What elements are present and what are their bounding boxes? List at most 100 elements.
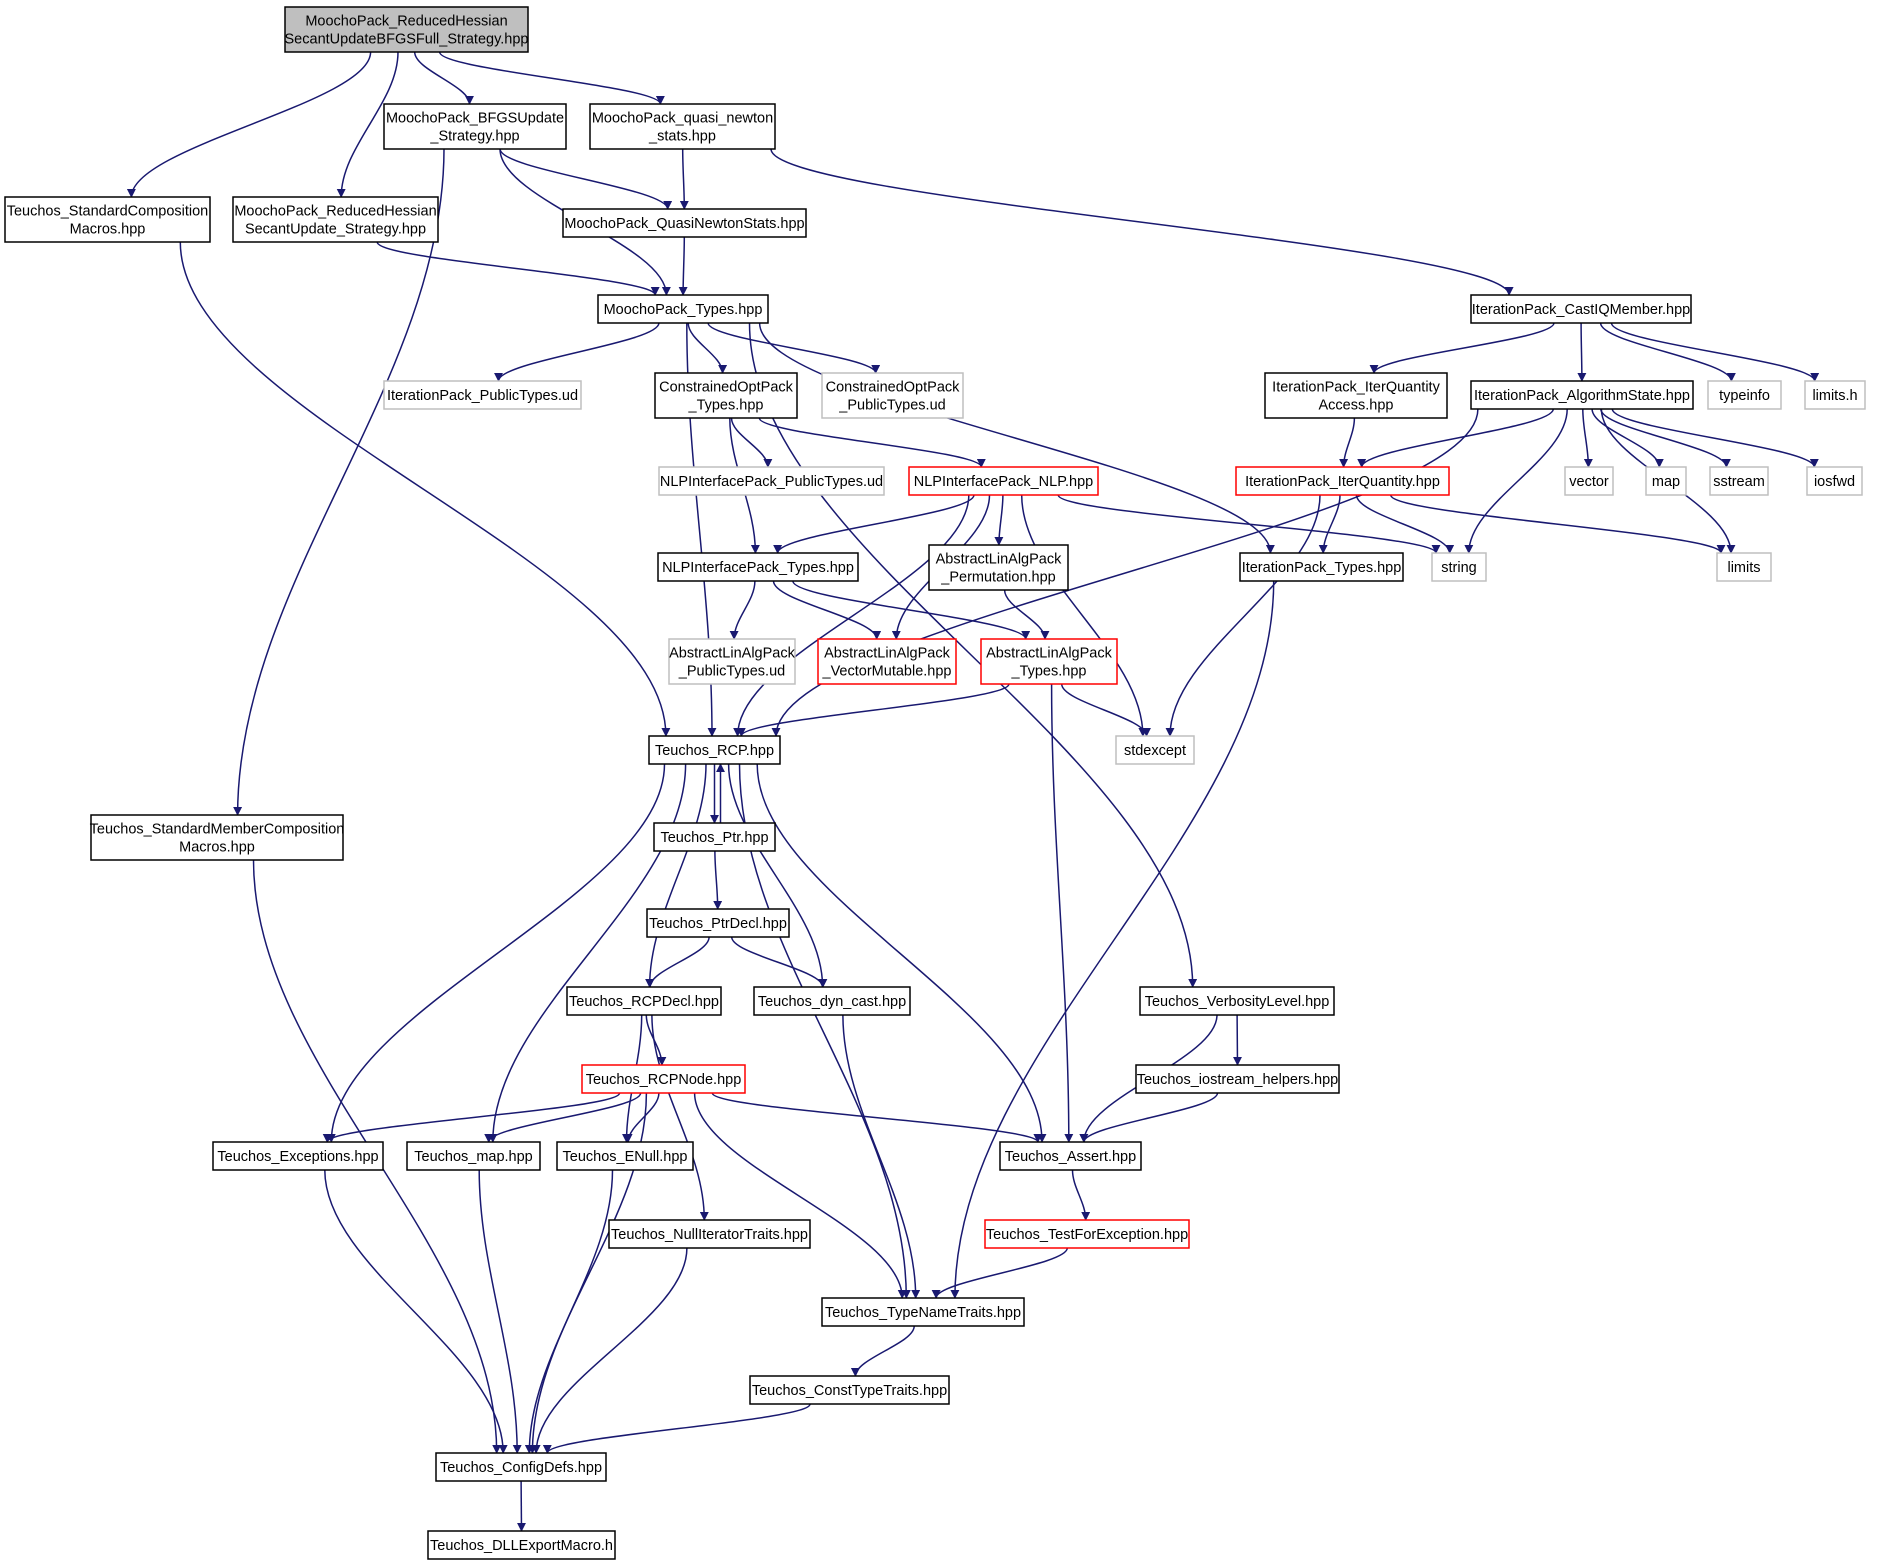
node-box: [406, 1141, 541, 1171]
node-ala-types[interactable]: AbstractLinAlgPack _Types.hpp: [980, 638, 1118, 685]
node-qn-stats[interactable]: MoochoPack_QuasiNewtonStats.hpp: [562, 208, 807, 238]
node-nulliter[interactable]: Teuchos_NullIteratorTraits.hpp: [608, 1219, 811, 1249]
node-box: [1139, 986, 1335, 1016]
node-box: [1564, 466, 1614, 496]
node-box: [597, 294, 769, 324]
node-label-line: IterationPack_Types.hpp: [1242, 560, 1402, 576]
node-box: [608, 1219, 811, 1249]
node-quasi-newton[interactable]: MoochoPack_quasi_newton_stats.hpp: [589, 103, 776, 150]
node-root[interactable]: MoochoPack_ReducedHessianSecantUpdateBFG…: [284, 6, 529, 53]
node-box: [1264, 372, 1448, 419]
node-label-line: Teuchos_map.hpp: [414, 1149, 533, 1165]
edge-bfgs_update-to-std_member: [233, 148, 445, 816]
edge-nulliter-to-configdefs: [531, 1247, 688, 1454]
node-label-line: NLPInterfacePack_Types.hpp: [662, 560, 854, 576]
edge-algstate-to-string: [1464, 408, 1568, 554]
edge-ptrdecl-to-dyncast: [730, 936, 828, 988]
node-testforexc[interactable]: Teuchos_TestForException.hpp: [984, 1219, 1190, 1249]
node-label-line: Teuchos_iostream_helpers.hpp: [1137, 1072, 1339, 1088]
edge-quasi_newton-to-castiq: [770, 148, 1514, 296]
edge-mp_types-to-co_types: [687, 322, 728, 374]
node-configdefs[interactable]: Teuchos_ConfigDefs.hpp: [435, 1452, 607, 1482]
node-label-line: _stats.hpp: [648, 129, 716, 145]
node-box: [589, 103, 776, 150]
node-dllexport[interactable]: Teuchos_DLLExportMacro.h: [427, 1530, 616, 1560]
node-rh-secant[interactable]: MoochoPack_ReducedHessianSecantUpdate_St…: [232, 196, 439, 243]
node-label-line: IterationPack_IterQuantity.hpp: [1245, 474, 1440, 490]
node-nlp-types[interactable]: NLPInterfacePack_Types.hpp: [657, 552, 859, 582]
node-rcpdecl[interactable]: Teuchos_RCPDecl.hpp: [566, 986, 722, 1016]
edge-typename-to-consttype: [850, 1325, 915, 1377]
edge-castiq-to-limits_h: [1610, 322, 1820, 382]
node-mp-types[interactable]: MoochoPack_Types.hpp: [597, 294, 769, 324]
node-box: [90, 814, 344, 861]
edge-bfgs_update-to-qn_stats: [499, 148, 673, 210]
node-ptr[interactable]: Teuchos_Ptr.hpp: [653, 822, 776, 852]
node-label-line: Teuchos_ENull.hpp: [563, 1149, 688, 1165]
node-assert[interactable]: Teuchos_Assert.hpp: [999, 1141, 1142, 1171]
node-label-line: SecantUpdate_Strategy.hpp: [245, 222, 426, 238]
node-box: [753, 986, 911, 1016]
node-iterquantity[interactable]: IterationPack_IterQuantity.hpp: [1235, 466, 1450, 496]
node-nlp[interactable]: NLPInterfacePack_NLP.hpp: [908, 466, 1099, 496]
edge-castiq-to-algstate: [1577, 322, 1587, 382]
node-exceptions[interactable]: Teuchos_Exceptions.hpp: [212, 1141, 384, 1171]
node-box: [821, 1297, 1025, 1327]
node-box: [984, 1219, 1190, 1249]
node-label-line: _VectorMutable.hpp: [822, 664, 952, 680]
node-co-types[interactable]: ConstrainedOptPack_Types.hpp: [654, 372, 798, 419]
node-algstate[interactable]: IterationPack_AlgorithmState.hpp: [1470, 380, 1694, 410]
edge-quasi_newton-to-qn_stats: [679, 148, 689, 210]
node-box: [556, 1141, 694, 1171]
node-tmap[interactable]: Teuchos_map.hpp: [406, 1141, 541, 1171]
edge-nlp_types-to-ala_vecmut: [772, 580, 882, 640]
node-verbosity[interactable]: Teuchos_VerbosityLevel.hpp: [1139, 986, 1335, 1016]
node-dyncast[interactable]: Teuchos_dyn_cast.hpp: [753, 986, 911, 1016]
node-consttype[interactable]: Teuchos_ConstTypeTraits.hpp: [749, 1375, 950, 1405]
node-label-line: IterationPack_IterQuantity: [1272, 380, 1440, 396]
edge-testforexc-to-typename: [931, 1247, 1069, 1299]
node-iostream-helpers[interactable]: Teuchos_iostream_helpers.hpp: [1135, 1064, 1340, 1094]
edge-iostream_helpers-to-assert: [1079, 1092, 1219, 1143]
node-ala-vecmut[interactable]: AbstractLinAlgPack_VectorMutable.hpp: [817, 638, 957, 685]
node-enull[interactable]: Teuchos_ENull.hpp: [556, 1141, 694, 1171]
node-rcpnode[interactable]: Teuchos_RCPNode.hpp: [581, 1064, 746, 1094]
node-label-line: AbstractLinAlgPack: [986, 646, 1112, 662]
node-box: [821, 372, 964, 419]
edge-algstate-to-rcp: [771, 408, 1479, 737]
node-label-line: Teuchos_dyn_cast.hpp: [758, 994, 906, 1010]
node-ptrdecl[interactable]: Teuchos_PtrDecl.hpp: [646, 908, 790, 938]
edge-algstate-to-iosfwd: [1611, 408, 1819, 468]
node-label-line: MoochoPack_ReducedHessian: [234, 204, 436, 220]
node-iosfwd: iosfwd: [1806, 466, 1863, 496]
node-label-line: _Types.hpp: [1011, 664, 1087, 680]
node-castiq[interactable]: IterationPack_CastIQMember.hpp: [1470, 294, 1692, 324]
node-label-line: Access.hpp: [1319, 398, 1394, 414]
node-rcp[interactable]: Teuchos_RCP.hpp: [648, 735, 781, 765]
node-label-line: Teuchos_DLLExportMacro.h: [430, 1538, 613, 1554]
edge-rh_secant-to-mp_types: [376, 241, 660, 296]
node-label-line: Teuchos_VerbosityLevel.hpp: [1145, 994, 1330, 1010]
edge-rcpnode-to-exceptions: [322, 1092, 621, 1143]
node-limits-h: limits.h: [1804, 380, 1866, 410]
edge-mp_types-to-verbosity: [748, 322, 1198, 988]
edge-nlp-to-nlp_types: [773, 494, 975, 554]
edge-std_comp-to-rcp: [179, 241, 671, 737]
node-ala-perm[interactable]: AbstractLinAlgPack_Permutation.hpp: [928, 544, 1069, 591]
edge-rcp-to-rcpdecl: [645, 763, 707, 988]
node-typename[interactable]: Teuchos_TypeNameTraits.hpp: [821, 1297, 1025, 1327]
edge-ptr-to-ptrdecl: [713, 850, 723, 910]
edges-layer: [126, 51, 1820, 1532]
node-box: [648, 735, 781, 765]
node-std-member[interactable]: Teuchos_StandardMemberCompositionMacros.…: [90, 814, 345, 861]
node-typeinfo: typeinfo: [1707, 380, 1782, 410]
edge-rcpnode-to-tmap: [484, 1092, 642, 1143]
node-string: string: [1431, 552, 1487, 582]
node-box: [383, 380, 582, 410]
edge-qn_stats-to-mp_types: [678, 236, 688, 296]
node-bfgs-update[interactable]: MoochoPack_BFGSUpdate_Strategy.hpp: [383, 103, 567, 150]
edge-castiq-to-typeinfo: [1599, 322, 1736, 382]
node-ip-types[interactable]: IterationPack_Types.hpp: [1239, 552, 1404, 582]
